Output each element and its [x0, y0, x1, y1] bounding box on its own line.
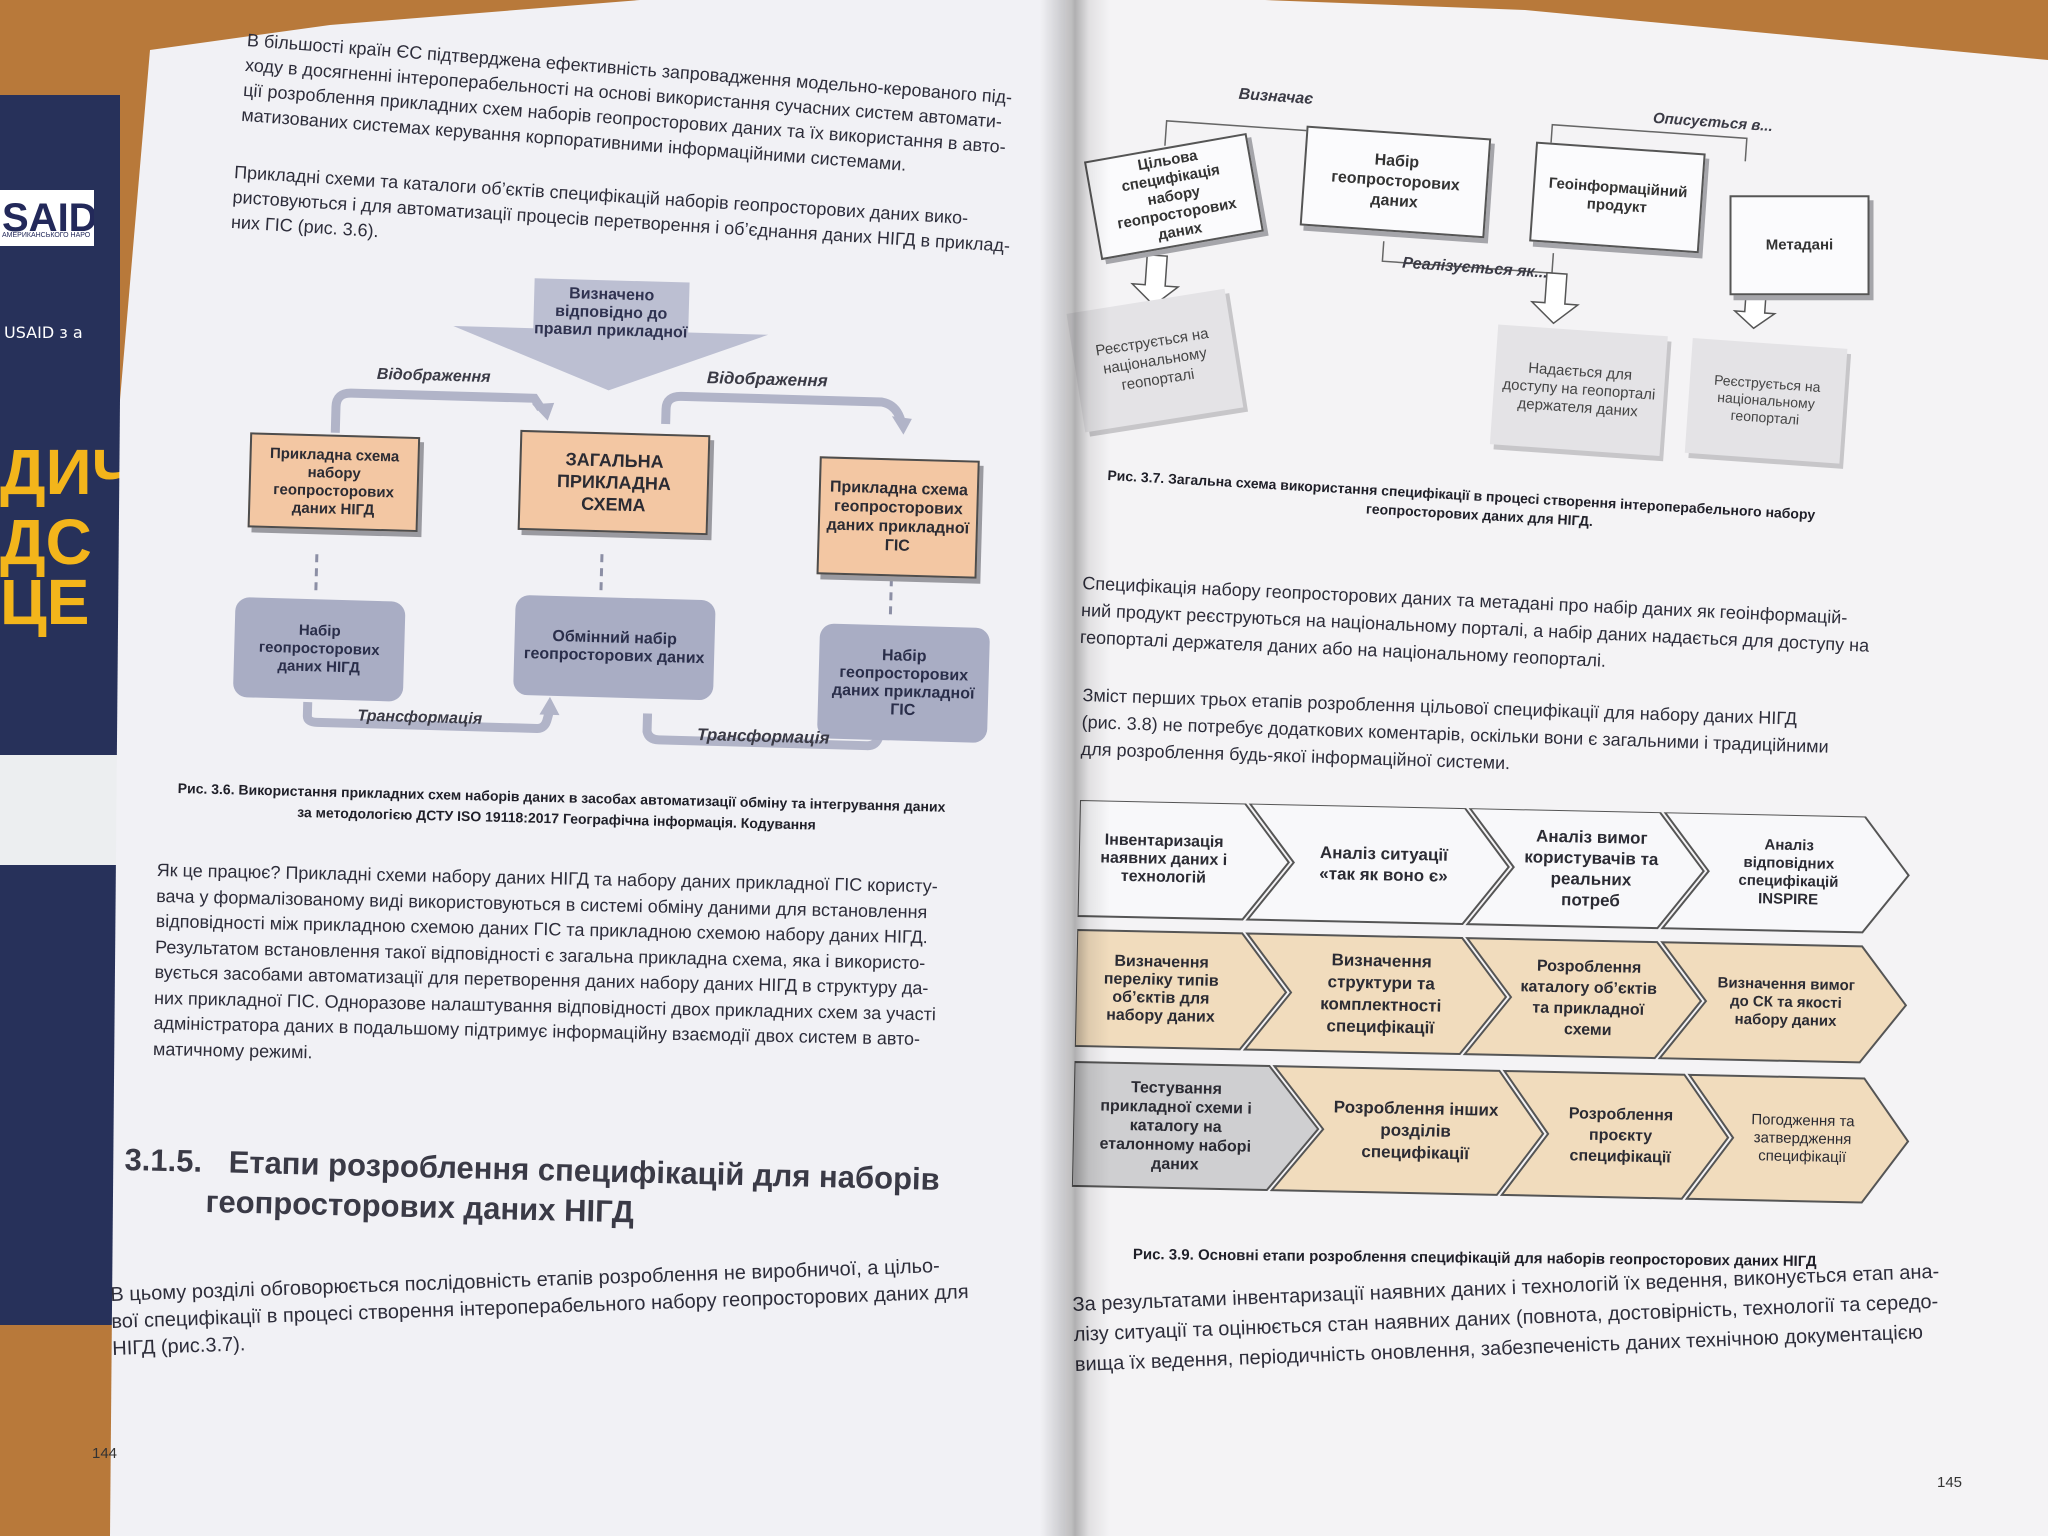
- step-user-requirements: Аналіз вимог користувачів та реальних по…: [1524, 826, 1659, 911]
- step-situation-analysis: Аналіз ситуації «так як воно є»: [1319, 843, 1449, 886]
- dataset-nigd-box: Набір геопросторових даних НІГД: [232, 597, 406, 702]
- step-testing: Тестування прикладної схеми і каталогу н…: [1099, 1078, 1253, 1174]
- general-applied-schema-box: ЗАГАЛЬНА ПРИКЛАДНА СХЕМА: [517, 429, 711, 536]
- down-arrow-shape: [453, 278, 769, 391]
- label-transformation-right: Трансформація: [696, 724, 830, 748]
- step-structure: Визначення структури та комплектності сп…: [1320, 950, 1442, 1038]
- booklet-text: USAID з а: [4, 323, 83, 342]
- figure-3-6: Визначено відповідно до правил прикладно…: [225, 262, 1039, 804]
- step-catalog: Розроблення каталогу об’єктів та приклад…: [1520, 957, 1658, 1040]
- figure-3-9-chevrons: [1070, 800, 1910, 1204]
- step-other-sections: Розроблення інших розділів специфікації: [1333, 1097, 1499, 1164]
- registered-on-national-geoportal-box-2: Реєструється на національному геопорталі: [1684, 338, 1848, 464]
- applied-schema-nigd-box: Прикладна схема набору геопросторових да…: [247, 432, 421, 533]
- provided-for-access-box: Надається для доступу на геопорталі держ…: [1489, 324, 1668, 457]
- geoinformation-product-box: Геоінформаційний продукт: [1529, 141, 1706, 254]
- metadata-box: Метадані: [1729, 195, 1870, 296]
- section-number: 3.1.5.: [124, 1142, 203, 1179]
- label-transformation-left: Трансформація: [357, 707, 483, 728]
- dataset-box: Набір геопросторових даних: [1299, 125, 1492, 239]
- step-crs-quality: Визначення вимог до СК та якості набору …: [1717, 974, 1856, 1030]
- step-draft: Розроблення проєкту специфікації: [1568, 1104, 1674, 1166]
- booklet-title-line: ДИЧ: [0, 436, 137, 508]
- exchange-dataset-box: Обмінний набір геопросторових даних: [513, 594, 716, 701]
- booklet-white-band: [0, 755, 120, 865]
- label-mapping-left: Відображення: [376, 365, 491, 387]
- step-inspire-analysis: Аналіз відповідних специфікацій INSPIRE: [1738, 836, 1839, 909]
- right-page: [1065, 0, 2048, 1536]
- left-page: [110, 0, 1065, 1536]
- step-approval: Погодження та затвердження специфікації: [1751, 1111, 1855, 1167]
- applied-schema-gis-box: Прикладна схема геопросторових даних при…: [816, 456, 980, 579]
- paragraph-3: Як це працює? Прикладні схеми набору дан…: [153, 858, 939, 1078]
- page-number-right: 145: [1937, 1474, 1963, 1491]
- step-inventory: Інвентаризація наявних даних і технологі…: [1100, 831, 1228, 887]
- figure-3-9: Інвентаризація наявних даних і технологі…: [1070, 800, 1920, 1247]
- booklet-title-line: ЦЕ: [0, 566, 90, 638]
- booklet-title-line: ДС: [0, 506, 92, 578]
- page-number-left: 144: [92, 1445, 118, 1462]
- top-arrow-label: Визначено відповідно до правил прикладно…: [533, 285, 688, 342]
- book-gutter-shadow: [1040, 0, 1110, 1536]
- dataset-gis-box: Набір геопросторових даних прикладної ГІ…: [816, 623, 991, 744]
- figure-3-7: Визначає Описується в... Реалізується як…: [1057, 70, 1963, 530]
- label-mapping-right: Відображення: [706, 368, 828, 391]
